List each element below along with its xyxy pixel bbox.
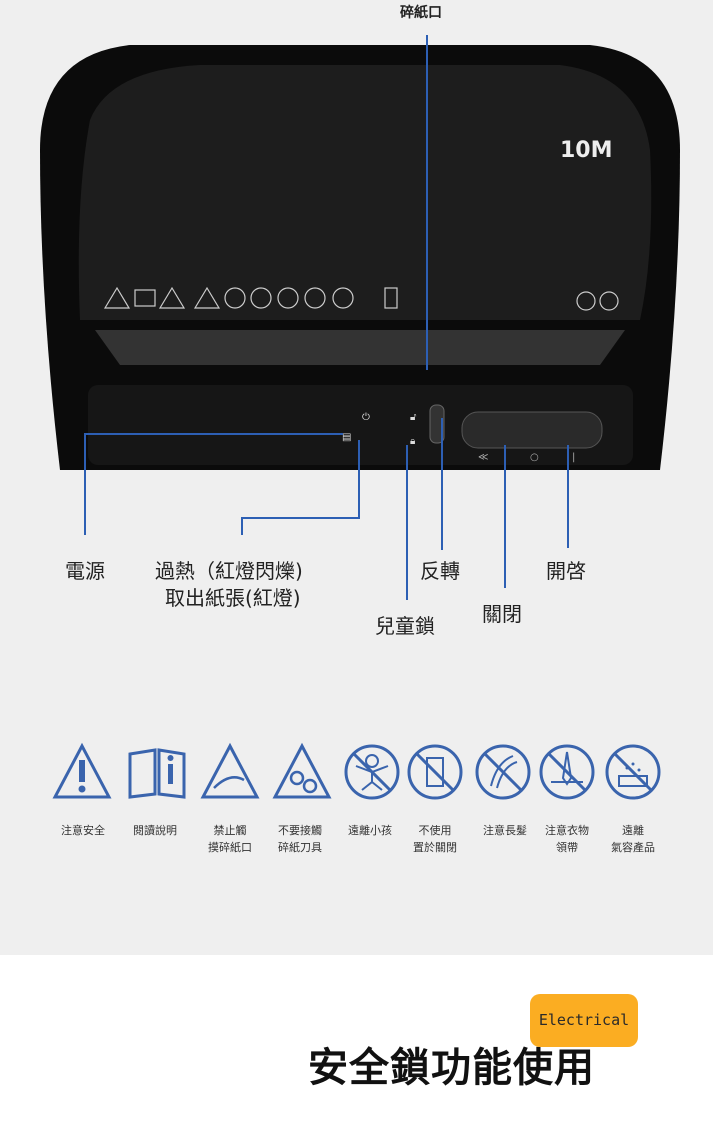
label-line: 遠離 — [622, 824, 644, 837]
icon-label-switch-off: 不使用置於關閉 — [395, 822, 475, 856]
label-line: 領帶 — [556, 841, 578, 854]
label-line: 氣容產品 — [611, 841, 655, 854]
aerosol-icon — [605, 744, 661, 800]
label-child-lock: 兒童鎖 — [375, 614, 435, 638]
label-line: 不要接觸 — [278, 824, 322, 837]
keep-from-children-icon — [344, 744, 400, 800]
label-line: 置於關閉 — [413, 841, 457, 854]
icon-label-aerosol: 遠離氣容產品 — [593, 822, 673, 856]
label-line: 閱讀說明 — [133, 824, 177, 837]
tie-icon — [539, 744, 595, 800]
switch-mark-off: ○ — [530, 452, 539, 463]
blades-icon — [272, 742, 332, 799]
label-line: 注意衣物 — [545, 824, 589, 837]
paper-jam-icon: ▤ — [342, 432, 351, 443]
switch-off-when-unused-icon — [407, 744, 463, 800]
label-overheat: 過熱（紅燈閃爍) — [155, 559, 303, 583]
label-line: 注意長髮 — [483, 824, 527, 837]
child-lock-slider[interactable] — [429, 404, 445, 444]
icon-label-hair: 注意長髮 — [465, 822, 545, 839]
warning-icon — [52, 742, 112, 799]
icon-label-no-touch: 禁止觸摸碎紙口 — [190, 822, 270, 856]
label-power: 電源 — [65, 559, 105, 583]
callout-lines — [84, 35, 569, 600]
label-line: 不使用 — [418, 824, 452, 837]
indicator-lights: ⏻ ▤ 🔓︎ 🔒︎ — [342, 412, 417, 447]
category-badge: Electrical — [530, 994, 638, 1047]
label-line: 遠離小孩 — [348, 824, 392, 837]
switch-mark-reverse: ≪ — [478, 452, 489, 463]
label-paper-slot: 碎紙口 — [400, 5, 442, 21]
long-hair-icon — [475, 744, 531, 800]
no-touch-slot-icon — [200, 742, 260, 799]
icon-label-children: 遠離小孩 — [330, 822, 410, 839]
paper-slot — [95, 330, 625, 365]
label-line: 摸碎紙口 — [208, 841, 252, 854]
icon-label-blades: 不要接觸碎紙刀具 — [260, 822, 340, 856]
lock-icon: 🔒︎ — [410, 436, 415, 447]
icon-label-tie: 注意衣物領帶 — [527, 822, 607, 856]
label-line: 禁止觸 — [213, 824, 247, 837]
read-manual-icon — [128, 748, 186, 799]
power-icon: ⏻ — [362, 412, 370, 423]
model-badge: 10M — [560, 138, 613, 163]
lid-warning-icons — [103, 286, 619, 311]
label-reverse: 反轉 — [420, 559, 460, 583]
label-on: 開啓 — [546, 559, 586, 583]
icon-label-manual: 閱讀說明 — [115, 822, 195, 839]
label-line: 碎紙刀具 — [278, 841, 322, 854]
shredder-illustration: ⏻ ▤ 🔓︎ 🔒︎ — [40, 35, 680, 600]
unlock-icon: 🔓︎ — [410, 412, 417, 423]
label-line: 注意安全 — [61, 824, 105, 837]
label-off: 關閉 — [482, 602, 522, 626]
label-paper-jam: 取出紙張(紅燈) — [165, 586, 301, 610]
shredder-lid — [78, 65, 652, 320]
section-title: 安全鎖功能使用 — [308, 1045, 595, 1091]
power-switch[interactable] — [461, 411, 603, 449]
switch-mark-on: | — [572, 452, 576, 463]
icon-label-safety: 注意安全 — [43, 822, 123, 839]
